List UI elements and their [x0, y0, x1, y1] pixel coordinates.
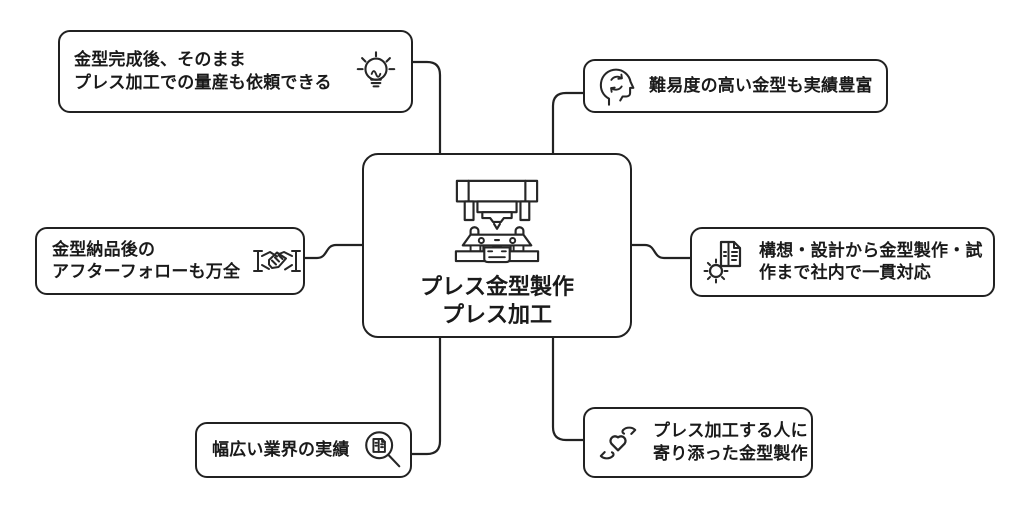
- center-node: プレス金型製作 プレス加工: [362, 153, 632, 338]
- press-die-machine-icon: [438, 175, 556, 265]
- node-middle-right: 構想・設計から金型製作・試 作まで社内で一貫対応: [690, 227, 995, 297]
- node-bottom-right-text: プレス加工する人に 寄り添った金型製作: [653, 420, 808, 465]
- text-line: 幅広い業界の実績: [212, 439, 350, 460]
- connector-bottom-left: [412, 338, 442, 456]
- node-top-left-text: 金型完成後、そのまま プレス加工での量産も依頼できる: [74, 49, 343, 94]
- text-line: 難易度の高い金型も実績豊富: [649, 75, 873, 96]
- hands-heart-icon: [593, 418, 643, 468]
- connector-middle-left: [305, 243, 362, 260]
- connector-top-left: [413, 60, 442, 153]
- text-line: 金型納品後の: [52, 239, 156, 260]
- thinking-head-icon: [594, 63, 639, 109]
- text-line: 寄り添った金型製作: [653, 443, 808, 464]
- text-line: 作まで社内で一貫対応: [759, 263, 931, 283]
- node-middle-left-text: 金型納品後の アフターフォローも万全: [52, 239, 240, 284]
- gear-document-icon: [701, 238, 749, 286]
- node-bottom-right: プレス加工する人に 寄り添った金型製作: [583, 407, 813, 478]
- text-line: アフターフォローも万全: [52, 262, 241, 282]
- node-top-right-text: 難易度の高い金型も実績豊富: [649, 75, 873, 97]
- node-top-right: 難易度の高い金型も実績豊富: [583, 59, 888, 113]
- handshake-icon: [250, 243, 304, 279]
- text-line: プレス加工する人に: [653, 421, 808, 442]
- text-line: 金型完成後、そのまま: [74, 50, 246, 71]
- node-bottom-left: 幅広い業界の実績: [195, 422, 412, 478]
- text-line: プレス加工での量産も依頼できる: [74, 72, 332, 93]
- connector-top-right: [551, 91, 583, 153]
- connector-bottom-right: [551, 338, 583, 442]
- node-bottom-left-text: 幅広い業界の実績: [212, 439, 350, 461]
- center-title-line2: プレス加工: [441, 302, 552, 328]
- lightbulb-idea-icon: [353, 48, 399, 96]
- connector-middle-right: [632, 243, 690, 260]
- text-line: 構想・設計から金型製作・試: [759, 240, 983, 261]
- magnifier-document-icon: [360, 427, 406, 473]
- node-middle-left: 金型納品後の アフターフォローも万全: [35, 227, 305, 295]
- node-middle-right-text: 構想・設計から金型製作・試 作まで社内で一貫対応: [759, 240, 983, 285]
- center-title-line1: プレス金型製作: [419, 275, 574, 300]
- node-top-left: 金型完成後、そのまま プレス加工での量産も依頼できる: [58, 30, 413, 113]
